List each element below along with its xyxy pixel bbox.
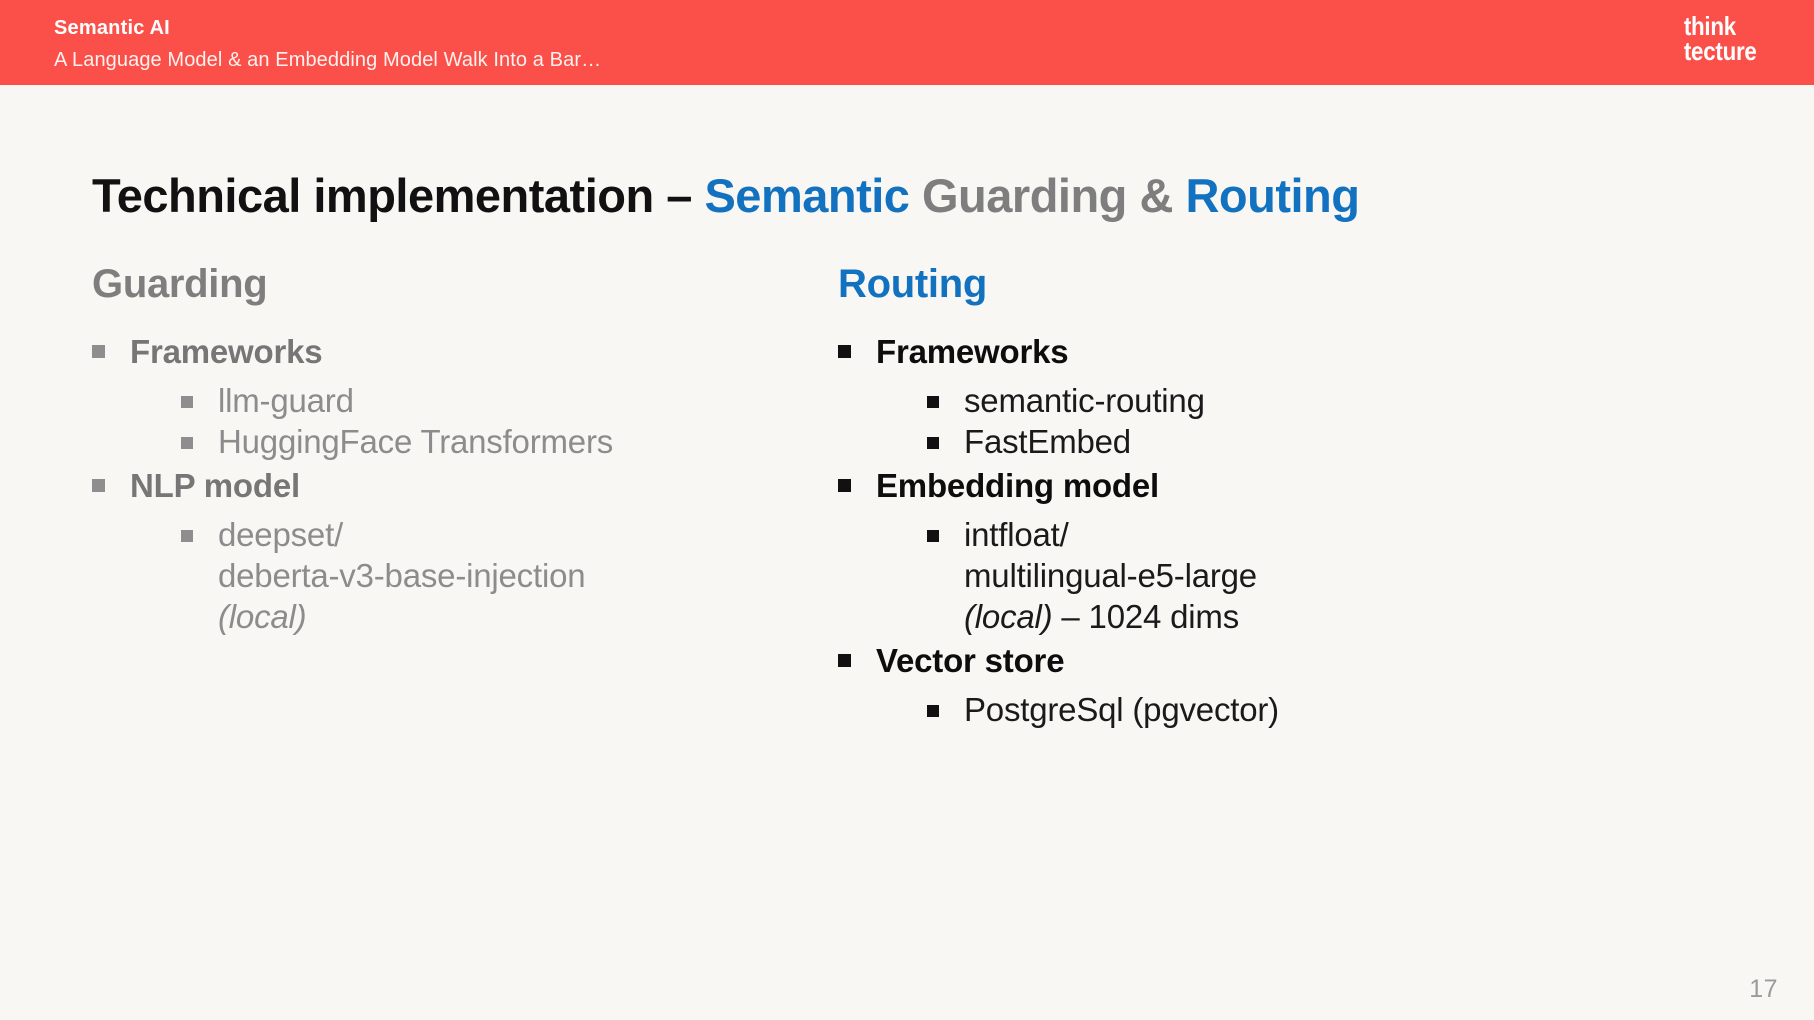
list-group-frameworks: Frameworks semantic-routing FastEmbed xyxy=(838,328,1598,462)
title-part-4: Routing xyxy=(1185,169,1360,223)
square-bullet-icon xyxy=(181,396,193,408)
list-item: semantic-routing xyxy=(927,380,1598,421)
list-item: Frameworks xyxy=(838,328,1598,376)
list-item: llm-guard xyxy=(181,380,822,421)
slide-header-bar: Semantic AI A Language Model & an Embedd… xyxy=(0,0,1814,85)
model-note: (local) xyxy=(964,598,1053,635)
list-group-vector-store: Vector store PostgreSql (pgvector) xyxy=(838,637,1598,730)
header-subtitle: A Language Model & an Embedding Model Wa… xyxy=(54,49,602,71)
column-heading-guarding: Guarding xyxy=(92,262,268,306)
model-line-1: deepset/ xyxy=(218,516,344,553)
sub-list: intfloat/ multilingual-e5-large (local) … xyxy=(838,514,1598,637)
square-bullet-icon xyxy=(838,345,851,358)
list-item: deepset/ deberta-v3-base-injection (loca… xyxy=(181,514,822,637)
sub-item-label: FastEmbed xyxy=(964,423,1131,460)
sub-list: deepset/ deberta-v3-base-injection (loca… xyxy=(92,514,822,637)
routing-list: Frameworks semantic-routing FastEmbed Em… xyxy=(838,328,1598,730)
sub-item-label: HuggingFace Transformers xyxy=(218,423,614,460)
page-number: 17 xyxy=(1749,975,1778,1003)
header-text-block: Semantic AI A Language Model & an Embedd… xyxy=(54,16,601,74)
group-label: Frameworks xyxy=(130,333,323,370)
group-label: Frameworks xyxy=(876,333,1069,370)
list-item: intfloat/ multilingual-e5-large (local) … xyxy=(927,514,1598,637)
list-item: Vector store xyxy=(838,637,1598,685)
title-part-1: Technical implementation – xyxy=(92,169,705,223)
square-bullet-icon xyxy=(927,396,939,408)
list-group-embedding-model: Embedding model intfloat/ multilingual-e… xyxy=(838,462,1598,637)
sub-list: llm-guard HuggingFace Transformers xyxy=(92,380,822,462)
group-label: NLP model xyxy=(130,467,300,504)
column-heading-routing: Routing xyxy=(838,262,987,306)
sub-item-label: PostgreSql (pgvector) xyxy=(964,691,1279,728)
model-line-2: multilingual-e5-large xyxy=(964,557,1257,594)
title-part-3: Guarding & xyxy=(922,169,1186,223)
thinktecture-logo: think tecture xyxy=(1684,11,1757,66)
list-item: HuggingFace Transformers xyxy=(181,421,822,462)
square-bullet-icon xyxy=(927,530,939,542)
list-item: Frameworks xyxy=(92,328,822,376)
sub-item-model-name: deepset/ deberta-v3-base-injection (loca… xyxy=(218,514,586,637)
square-bullet-icon xyxy=(92,479,105,492)
list-item: NLP model xyxy=(92,462,822,510)
square-bullet-icon xyxy=(181,530,193,542)
list-item: Embedding model xyxy=(838,462,1598,510)
square-bullet-icon xyxy=(927,437,939,449)
routing-column: Routing Frameworks semantic-routing Fast… xyxy=(838,262,1598,730)
guarding-column: Guarding Frameworks llm-guard HuggingFac… xyxy=(92,262,822,637)
group-label: Vector store xyxy=(876,642,1065,679)
model-line-2: deberta-v3-base-injection xyxy=(218,557,586,594)
logo-line-1: think xyxy=(1684,11,1737,41)
square-bullet-icon xyxy=(927,705,939,717)
guarding-list: Frameworks llm-guard HuggingFace Transfo… xyxy=(92,328,822,637)
title-part-2: Semantic xyxy=(704,169,922,223)
model-note-suffix: – 1024 dims xyxy=(1052,598,1239,635)
group-label: Embedding model xyxy=(876,467,1160,504)
square-bullet-icon xyxy=(838,654,851,667)
list-group-nlp-model: NLP model deepset/ deberta-v3-base-injec… xyxy=(92,462,822,637)
model-line-1: intfloat/ xyxy=(964,516,1069,553)
list-item: FastEmbed xyxy=(927,421,1598,462)
square-bullet-icon xyxy=(92,345,105,358)
list-item: PostgreSql (pgvector) xyxy=(927,689,1598,730)
square-bullet-icon xyxy=(181,437,193,449)
sub-item-label: semantic-routing xyxy=(964,382,1205,419)
sub-list: PostgreSql (pgvector) xyxy=(838,689,1598,730)
sub-item-model-name: intfloat/ multilingual-e5-large (local) … xyxy=(964,514,1257,637)
square-bullet-icon xyxy=(838,479,851,492)
sub-item-label: llm-guard xyxy=(218,382,354,419)
logo-line-2: tecture xyxy=(1684,36,1757,66)
sub-list: semantic-routing FastEmbed xyxy=(838,380,1598,462)
header-title: Semantic AI xyxy=(54,17,170,39)
model-note: (local) xyxy=(218,598,307,635)
page-title: Technical implementation – Semantic Guar… xyxy=(92,168,1360,223)
list-group-frameworks: Frameworks llm-guard HuggingFace Transfo… xyxy=(92,328,822,462)
